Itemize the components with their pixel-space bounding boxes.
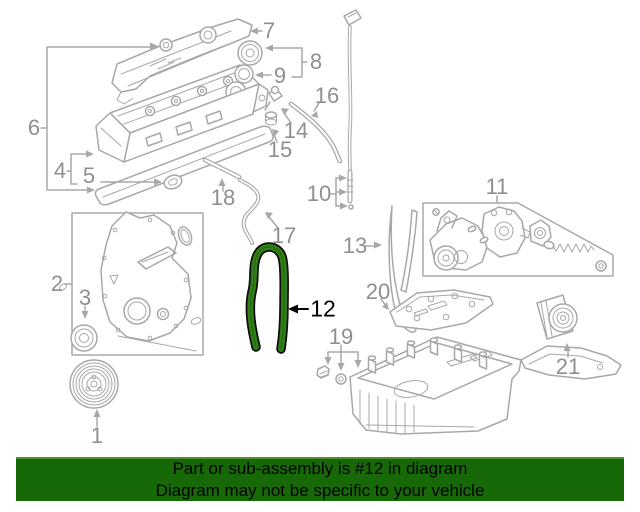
banner-line2: Diagram may not be specific to your vehi… bbox=[155, 481, 485, 500]
crank-pulley-art bbox=[69, 359, 119, 409]
part-callout-3: 3 bbox=[78, 285, 92, 310]
cover-grommet-art bbox=[159, 38, 173, 52]
part-callout-11: 11 bbox=[485, 174, 509, 199]
part-callout-1: 1 bbox=[90, 423, 104, 448]
banner-line1: Part or sub-assembly is #12 in diagram bbox=[172, 459, 468, 479]
oil-pump-kit-art bbox=[422, 202, 614, 277]
part-callout-6: 6 bbox=[27, 115, 41, 140]
part-callout-21: 21 bbox=[555, 354, 581, 379]
part-callout-2: 2 bbox=[50, 271, 64, 296]
vehicle-note-banner: Part or sub-assembly is #12 in diagram D… bbox=[16, 457, 624, 501]
part-callout-20: 20 bbox=[365, 279, 391, 304]
part-callout-5: 5 bbox=[82, 163, 96, 188]
pcv-and-hoses-art bbox=[202, 85, 343, 245]
oil-filter-art bbox=[536, 294, 578, 340]
part-callout-12-highlighted: 12 bbox=[310, 295, 336, 322]
part-callout-9: 9 bbox=[273, 63, 287, 88]
timing-chain-highlight-art bbox=[245, 242, 289, 354]
valve-cover-gasket-art bbox=[94, 125, 274, 206]
baffle-plate-art bbox=[389, 289, 494, 331]
part-callout-16: 16 bbox=[314, 83, 340, 108]
chain-guides-art bbox=[388, 205, 418, 333]
spark-tube-seal-art bbox=[163, 174, 183, 190]
part-callout-7: 7 bbox=[262, 18, 276, 43]
oil-pan-art bbox=[349, 336, 622, 435]
upper-trim-cover-art bbox=[111, 18, 253, 105]
part-callout-18: 18 bbox=[210, 185, 236, 210]
part-callout-15: 15 bbox=[267, 137, 293, 162]
part-callout-4: 4 bbox=[53, 158, 67, 183]
timing-cover-art bbox=[58, 211, 204, 356]
oil-filler-cap-art bbox=[234, 40, 263, 84]
part-callout-17: 17 bbox=[271, 223, 297, 248]
part-callout-14: 14 bbox=[283, 118, 309, 143]
callout-leaders bbox=[40, 27, 571, 427]
part-callout-19: 19 bbox=[328, 324, 354, 349]
dipstick-art bbox=[343, 9, 362, 210]
part-callout-8: 8 bbox=[309, 49, 323, 74]
valve-cover-art bbox=[95, 64, 269, 163]
spring-art bbox=[552, 243, 595, 253]
part-callout-10: 10 bbox=[306, 181, 332, 206]
drain-bolt-washer-art bbox=[316, 365, 347, 385]
part-callout-13: 13 bbox=[342, 233, 368, 258]
